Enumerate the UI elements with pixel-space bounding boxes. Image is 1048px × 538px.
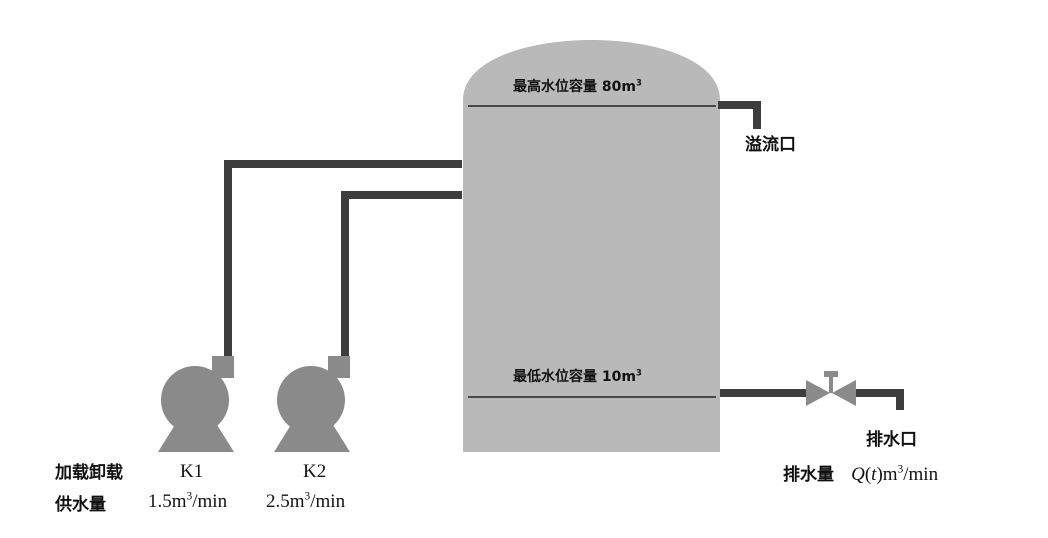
k2-supply-pipe <box>341 191 462 360</box>
pump-k1-name: K1 <box>180 461 204 482</box>
drain-outlet-pipe <box>856 389 904 410</box>
overflow-pipe <box>718 101 761 129</box>
pump-k1-icon <box>158 356 234 452</box>
drain-rate-formula: Q(t)m3/min <box>851 463 939 485</box>
pump-k2-rate: 2.5m3/min <box>266 490 346 512</box>
pump-group-label-line2: 供水量 <box>55 495 106 515</box>
drain-valve-icon <box>806 371 856 406</box>
min-level-label: 最低水位容量 10m3 <box>513 367 642 385</box>
k1-supply-pipe <box>224 160 462 360</box>
pump-k1-rate: 1.5m3/min <box>148 490 228 512</box>
max-level-label: 最高水位容量 80m3 <box>513 77 642 95</box>
pump-k2-name: K2 <box>303 461 327 482</box>
pump-k2-icon <box>274 356 350 452</box>
drain-rate-label: 排水量 Q(t)m3/min <box>783 463 939 485</box>
drain-outlet-label: 排水口 <box>866 430 917 450</box>
overflow-label: 溢流口 <box>745 135 796 155</box>
pump-group-label-line1: 加载卸载 <box>55 463 123 483</box>
